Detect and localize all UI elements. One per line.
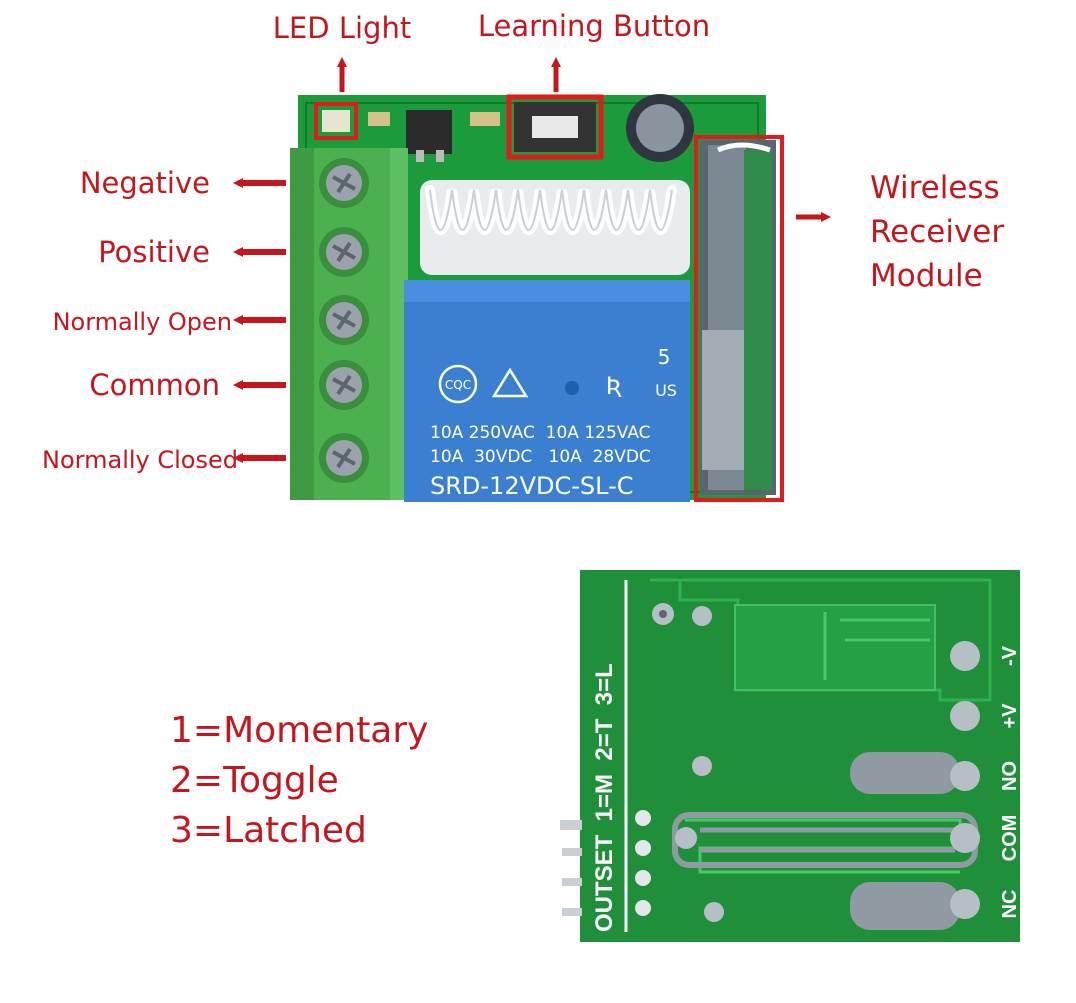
relay-cert-number: 5 [658,345,671,369]
warning-triangle-icon [491,367,529,398]
terminal-label: Positive [98,235,210,269]
relay-cert-right: US [655,381,677,400]
terminal-label: Normally Closed [42,446,238,474]
top-board: CQC Ʀ 5 US 10A 250VAC 10A 125VAC 10A 30V… [290,94,784,502]
wireless-module-label-line: Module [870,258,983,294]
relay: CQC Ʀ 5 US 10A 250VAC 10A 125VAC 10A 30V… [404,280,690,502]
mode-legend-item: 2=Toggle [170,760,339,801]
led [322,110,350,132]
mode-legend-item: 3=Latched [170,810,367,851]
cqc-logo [438,364,478,404]
pin-label: COM [999,815,1021,862]
mode-legend-item: 1=Momentary [170,710,428,751]
relay-cert-left: CQC [445,378,471,392]
terminal-label: Common [89,368,220,402]
ul-logo-icon: Ʀ [606,372,623,400]
pin-label: NC [999,890,1021,919]
learning-button-label: Learning Button [478,9,710,43]
learning-button-highlight [506,94,604,160]
regulator-chip [406,110,452,154]
led-highlight [314,102,358,140]
pin-label: -V [999,645,1021,666]
wireless-module-label-line: Receiver [870,214,1004,250]
wireless-module [694,135,784,502]
antenna-coil [420,180,690,275]
wireless-module-highlight [694,135,784,502]
relay-rating-line-2: 10A 30VDC 10A 28VDC [430,447,651,467]
wireless-module-label-line: Wireless [870,170,1000,206]
terminal-screws [319,158,369,483]
terminal-label: Normally Open [53,308,232,336]
silkscreen-mode-text: OUTSET 1=M 2=T 3=L [591,663,618,932]
relay-rating-line-1: 10A 250VAC 10A 125VAC [430,423,651,443]
terminal-label: Negative [80,166,210,200]
relay-model: SRD-12VDC-SL-C [430,472,634,500]
mode-legend: 1=Momentary 2=Toggle 3=Latched [170,710,428,851]
pin-labels: -V +V NO COM NC [999,645,1021,918]
pin-label: +V [999,703,1021,729]
led-light-label: LED Light [273,11,411,45]
bottom-board: OUTSET 1=M 2=T 3=L -V +V NO COM NC [560,570,1021,942]
pin-label: NO [999,761,1021,791]
